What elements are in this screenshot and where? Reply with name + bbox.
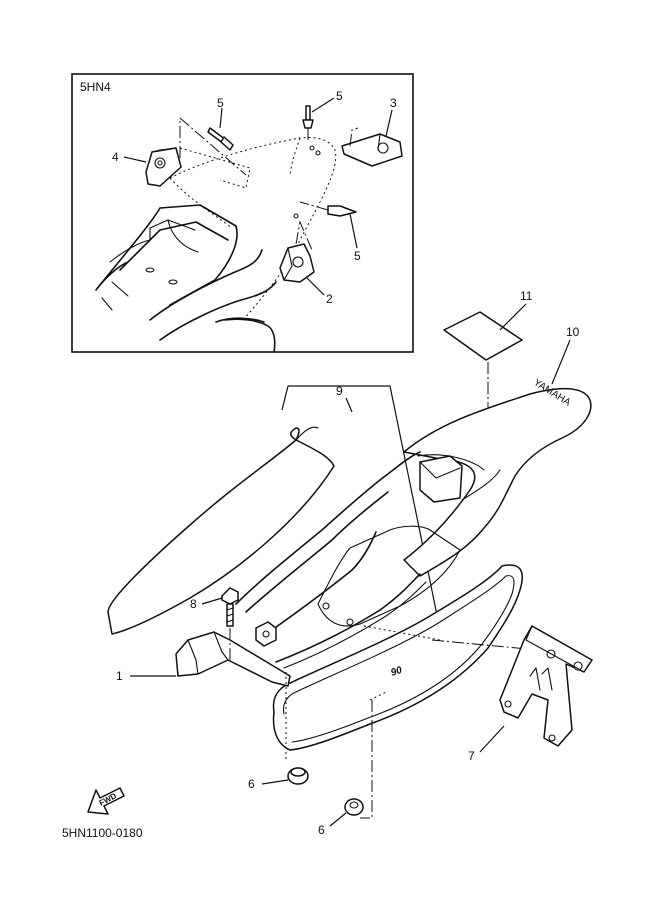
push-pin-part-5-top-left <box>207 127 234 151</box>
callout-6-left: 6 <box>248 777 255 791</box>
callout-5-inset-lower: 5 <box>354 249 361 263</box>
inset-label: 5HN4 <box>80 80 111 94</box>
callout-3: 3 <box>390 96 397 110</box>
callout-5-inset-top-right: 5 <box>336 89 343 103</box>
push-pin-part-5-lower <box>299 201 357 217</box>
callout-6-right: 6 <box>318 823 325 837</box>
callout-7: 7 <box>468 749 475 763</box>
bracket-part-7: 7 <box>468 625 593 763</box>
bracket-part-4 <box>145 116 247 187</box>
callout-9: 9 <box>336 384 343 398</box>
callout-2: 2 <box>326 292 333 306</box>
seat-part-9: 9 <box>107 384 439 635</box>
bracket-part-3 <box>341 127 403 167</box>
inset-leaders <box>123 97 393 296</box>
inset-detail-5hn4: 5HN4 <box>71 73 414 353</box>
rear-cowl-part-10: YAMAHA 10 <box>403 325 592 577</box>
callout-5-inset-top-left: 5 <box>217 96 224 110</box>
callout-11: 11 <box>520 289 533 303</box>
frame-part-1: 90 1 <box>116 451 561 819</box>
decal-sheet-part-11: 11 <box>443 289 533 432</box>
bolt-part-8: 8 <box>190 587 239 660</box>
callout-1: 1 <box>116 669 123 683</box>
inset-frame-structure <box>95 204 277 353</box>
callout-4: 4 <box>112 150 119 164</box>
grommet-part-6-left: 6 <box>248 767 309 791</box>
forward-direction-arrow: FWD <box>87 787 125 815</box>
decal-model-number: 90 <box>390 665 404 679</box>
callout-8: 8 <box>190 597 197 611</box>
inset-rear-cowl <box>169 137 337 319</box>
inset-frame <box>71 73 414 353</box>
diagram-code: 5HN1100-0180 <box>62 826 143 840</box>
grommet-part-6-right: 6 <box>318 798 364 837</box>
push-pin-part-5-top-right <box>302 105 314 142</box>
bracket-part-2 <box>279 220 315 283</box>
callout-10: 10 <box>566 325 580 339</box>
